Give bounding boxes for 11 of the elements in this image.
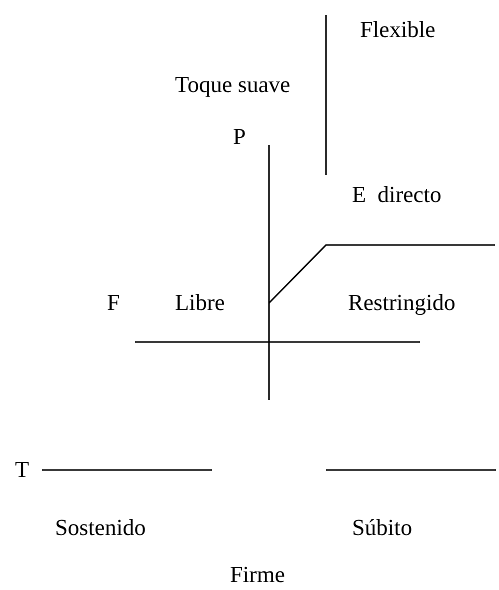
axis-label: Restringido — [348, 291, 456, 315]
axis-label: T — [15, 458, 30, 482]
axis-label: P — [233, 125, 246, 149]
axis-label: Libre — [175, 291, 225, 315]
axis-label: Firme — [230, 563, 285, 587]
axis-label: Súbito — [352, 516, 412, 540]
axis-label: Sostenido — [55, 516, 146, 540]
axis-label: Flexible — [360, 18, 436, 42]
axis-label: F — [107, 291, 120, 315]
axis-label: E directo — [352, 183, 442, 207]
axis-label: Toque suave — [175, 73, 290, 97]
